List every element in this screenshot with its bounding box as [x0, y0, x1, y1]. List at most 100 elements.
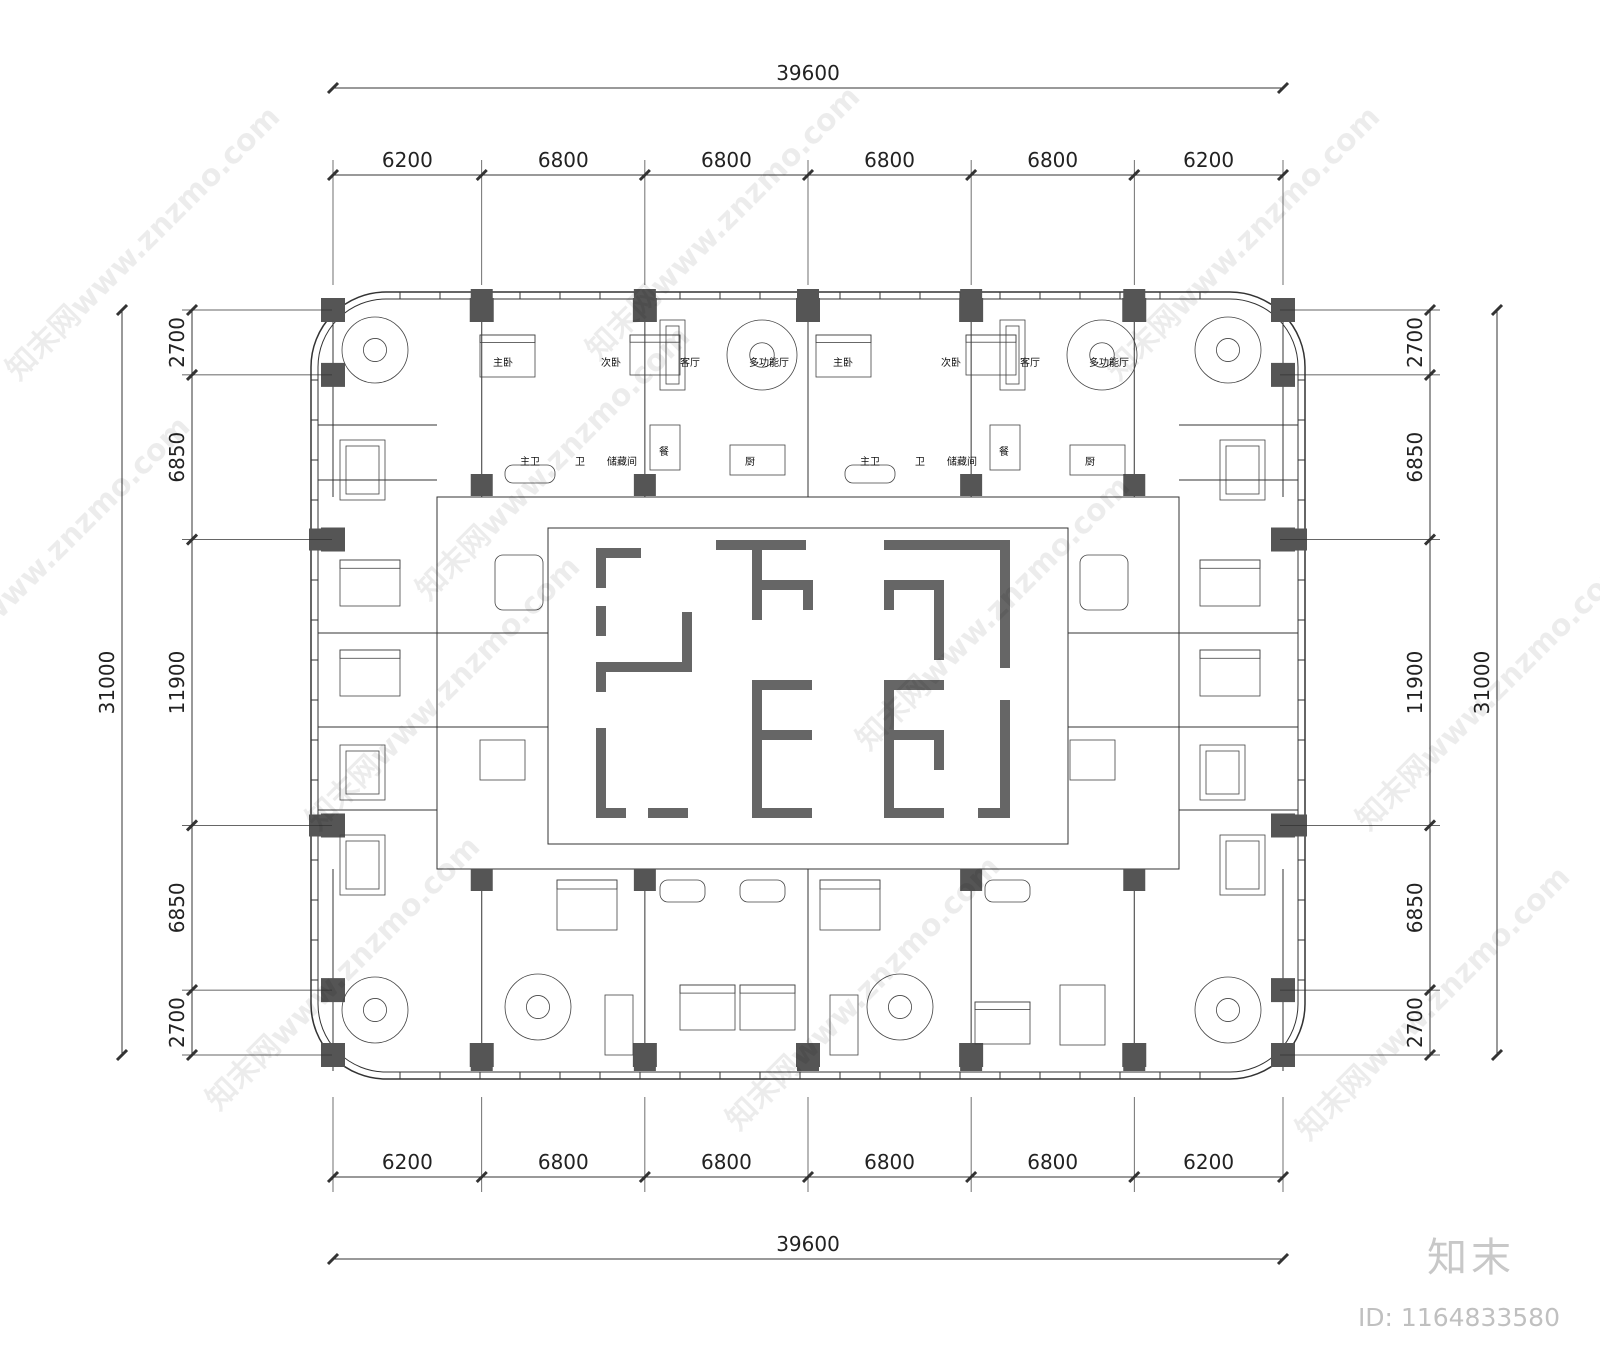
core-boundary: [547, 527, 1069, 845]
room-labels: 主卧次卧客厅多功能厅主卧次卧客厅多功能厅主卫卫储藏间餐厨主卫卫储藏间餐厨: [493, 356, 1129, 468]
column-span-label: 6800: [701, 1150, 752, 1174]
structural-column: [960, 289, 983, 311]
column-span-label: 6800: [1027, 148, 1078, 172]
core-wall: [596, 548, 641, 558]
structural-column: [960, 1049, 983, 1071]
sofa-seat: [1225, 445, 1260, 495]
bed: [739, 984, 796, 1031]
sofa: [339, 834, 386, 896]
sofa-seat: [1005, 325, 1020, 385]
core-wall: [884, 680, 944, 690]
room-label-storage: 储藏间: [607, 455, 637, 468]
room-label-living-room: 客厅: [1020, 356, 1040, 369]
row-span-label: 11900: [1403, 651, 1427, 715]
sofa: [999, 319, 1026, 391]
round-table: [749, 342, 775, 368]
structural-column: [470, 474, 493, 496]
core-wall: [648, 808, 688, 818]
core-wall: [884, 808, 944, 818]
bed: [679, 984, 736, 1031]
diagonal-watermark: 知末网www.znzmo.com: [849, 469, 1137, 757]
sofa-seat: [1225, 840, 1260, 890]
core-wall: [752, 730, 812, 740]
bed: [819, 879, 881, 931]
sofa-seat: [345, 750, 380, 795]
total-width-label: 39600: [776, 1232, 840, 1256]
diagonal-watermark: 知末网www.znzmo.com: [1099, 99, 1387, 387]
round-lounge: [726, 319, 798, 391]
row-span-label: 6850: [165, 882, 189, 933]
dining-table: [604, 994, 634, 1056]
kitchen-counter: [1069, 739, 1116, 781]
sofa-seat: [345, 445, 380, 495]
dimension-lines: [115, 81, 1504, 1266]
image-id-label: ID: 1164833580: [1357, 1303, 1560, 1332]
row-span-label: 6850: [1403, 882, 1427, 933]
core-wall: [803, 580, 813, 610]
structural-columns: [309, 289, 1307, 1071]
room-label-bath: 卫: [915, 457, 925, 468]
core-wall: [682, 612, 692, 672]
core-wall: [596, 808, 626, 818]
diagonal-watermark: 知末网www.znzmo.com: [199, 829, 487, 1117]
row-span-label: 2700: [1403, 317, 1427, 368]
structural-column: [1123, 289, 1146, 311]
bed-headboard: [339, 559, 401, 569]
bathtub: [1079, 554, 1129, 611]
bed: [1199, 649, 1261, 697]
core-wall: [596, 662, 606, 692]
sofa-seat: [1205, 750, 1240, 795]
room-label-storage: 储藏间: [947, 455, 977, 468]
row-span-label: 2700: [165, 317, 189, 368]
dimension-tick: [115, 303, 129, 317]
sofa: [339, 744, 386, 801]
room-label-master-bath: 主卫: [860, 456, 880, 468]
structural-column: [1123, 869, 1146, 891]
round-lounge: [1066, 319, 1138, 391]
structural-column: [633, 474, 656, 496]
core-wall: [934, 730, 944, 770]
room-label-multi-hall: 多功能厅: [749, 356, 789, 369]
watermark-layer: 知末网www.znzmo.com 知末网www.znzmo.com 知末网www.z…: [0, 79, 1600, 1147]
core-wall: [752, 580, 812, 590]
column-span-label: 6800: [538, 148, 589, 172]
bathtub: [844, 464, 896, 484]
round-table: [363, 338, 387, 362]
bed: [556, 879, 618, 931]
structural-column: [1123, 1049, 1146, 1071]
round-table: [363, 998, 387, 1022]
dining-table: [649, 424, 681, 471]
core-wall: [752, 808, 812, 818]
bed: [965, 334, 1017, 376]
structural-column: [633, 1049, 656, 1071]
row-span-label: 2700: [165, 997, 189, 1048]
structural-column: [1123, 474, 1146, 496]
core-wall: [752, 680, 762, 818]
bed-headboard: [679, 984, 736, 994]
sofa: [1219, 834, 1266, 896]
core-wall: [884, 580, 894, 610]
room-label-dining: 餐: [999, 445, 1009, 458]
bed: [974, 1001, 1031, 1045]
room-label-second-bedroom: 次卧: [941, 356, 961, 369]
row-span-label: 2700: [1403, 997, 1427, 1048]
round-table: [1089, 342, 1115, 368]
bed: [479, 334, 536, 378]
dining-table: [829, 994, 859, 1056]
room-label-living-room: 客厅: [680, 356, 700, 369]
bed: [815, 334, 872, 378]
column-span-label: 6800: [701, 148, 752, 172]
sofa: [659, 319, 686, 391]
total-height-label: 31000: [95, 651, 119, 715]
dimension-tick: [1276, 1252, 1290, 1266]
kitchen-counter: [479, 739, 526, 781]
round-table: [888, 995, 912, 1019]
diagonal-watermark: 知末网www.znzmo.com: [1349, 549, 1600, 837]
structural-column: [960, 474, 983, 496]
bathtub: [739, 879, 786, 903]
core-wall: [596, 662, 686, 672]
round-lounge: [341, 976, 409, 1044]
total-height-label: 31000: [1470, 651, 1494, 715]
column-span-label: 6800: [864, 148, 915, 172]
